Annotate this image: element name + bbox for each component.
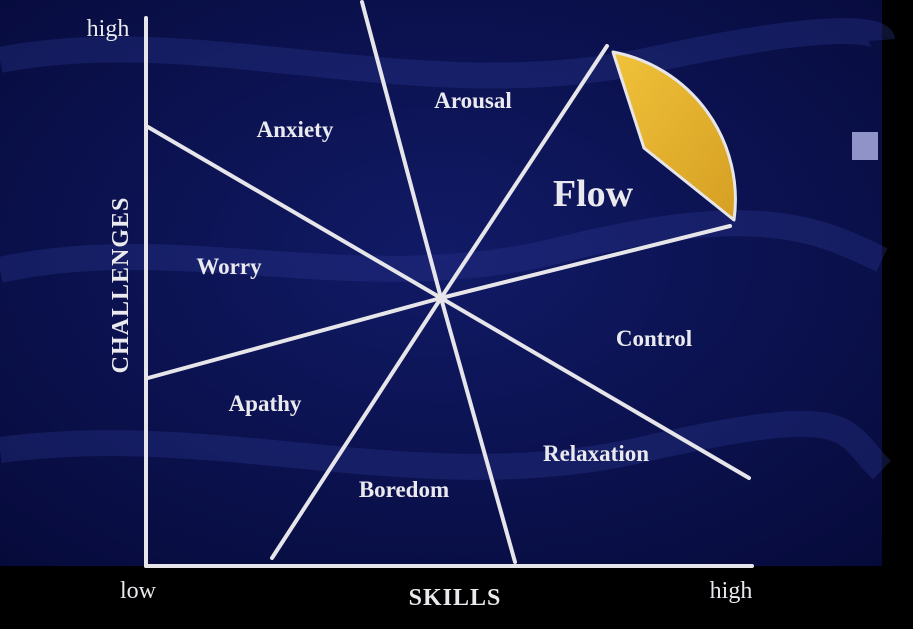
divider-anxiety-worry — [146, 125, 443, 300]
region-label-arousal: Arousal — [434, 88, 512, 113]
divider-control-relaxation — [439, 296, 751, 480]
region-label-anxiety: Anxiety — [257, 117, 334, 142]
flow-highlight-wedge — [611, 50, 737, 222]
divider-boredom-apathy — [270, 296, 443, 560]
divider-anxiety-arousal — [360, 0, 443, 300]
region-label-relaxation: Relaxation — [543, 441, 649, 466]
divider-relaxation-boredom — [439, 296, 517, 564]
region-label-apathy: Apathy — [229, 391, 302, 416]
region-label-control: Control — [616, 326, 692, 351]
y-axis-title: CHALLENGES — [108, 197, 134, 374]
divider-flow-control — [439, 224, 732, 300]
background-waves — [0, 18, 895, 480]
region-label-worry: Worry — [196, 254, 262, 279]
region-label-boredom: Boredom — [359, 477, 449, 502]
y-axis-high-label: high — [87, 16, 130, 42]
region-label-flow: Flow — [553, 173, 634, 215]
x-axis-low-label: low — [120, 578, 157, 604]
side-tab — [852, 132, 878, 160]
divider-arousal-flow — [439, 44, 609, 300]
x-axis-high-label: high — [710, 578, 753, 604]
x-axis-title: SKILLS — [409, 585, 502, 611]
divider-apathy-worry — [146, 296, 443, 380]
